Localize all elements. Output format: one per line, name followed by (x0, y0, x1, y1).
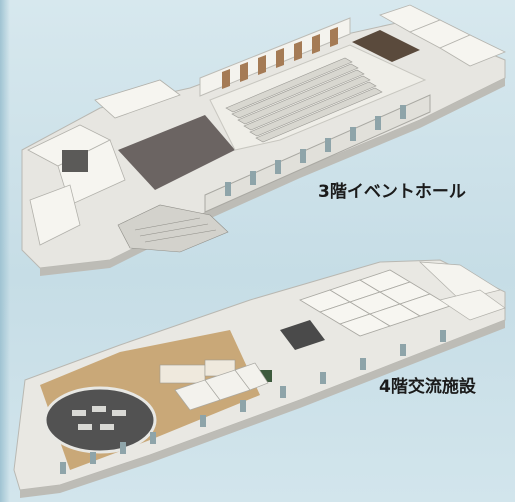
floor-4-label: 4階交流施設 (379, 377, 476, 397)
floor-4-right-wing (419, 261, 506, 321)
round-room-desks (72, 406, 126, 430)
seat-rows (225, 57, 383, 143)
front-windows (225, 105, 406, 196)
dark-square-room (280, 320, 325, 350)
staircase (117, 204, 229, 253)
dark-room (62, 150, 88, 172)
meeting-rooms (299, 269, 451, 337)
round-room (43, 386, 157, 454)
wood-panels (222, 27, 338, 89)
dining-zone (159, 359, 236, 384)
floor-3-right-rooms (379, 4, 506, 67)
floor-4-front-windows (60, 330, 446, 474)
small-rooms (174, 362, 269, 411)
stage (352, 30, 420, 62)
floor-3-label: 3階イベントホール (318, 182, 466, 202)
floor-3-left-rooms (27, 79, 181, 246)
event-hall-floor (118, 115, 235, 190)
